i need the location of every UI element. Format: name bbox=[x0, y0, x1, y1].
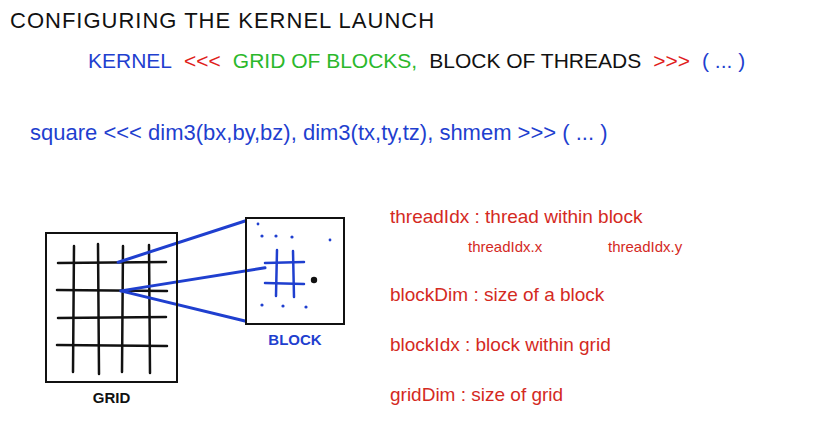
definition: blockDim : size of a block bbox=[390, 284, 604, 307]
node-caption: BLOCK bbox=[247, 331, 343, 349]
thread-dot bbox=[311, 277, 317, 283]
argument-list: ( ... ) bbox=[702, 48, 745, 73]
launch-bracket: <<< bbox=[184, 48, 221, 73]
label-slot: <<< bbox=[184, 48, 221, 73]
title: CONFIGURING THE KERNEL LAUNCH bbox=[10, 8, 435, 34]
label-slot: ( ... ) bbox=[702, 48, 745, 73]
grid-box: GRID bbox=[45, 232, 178, 383]
label-slot: blockIdx : block within grid bbox=[390, 334, 611, 357]
label-slot: threadIdx.y bbox=[608, 238, 682, 256]
label-slot: BLOCK OF THREADS bbox=[429, 48, 641, 73]
grid-lines bbox=[57, 244, 167, 374]
node-caption: GRID bbox=[47, 389, 176, 407]
kernel-word: KERNEL bbox=[88, 48, 172, 73]
label-slot: GRID OF BLOCKS, bbox=[233, 48, 417, 73]
label-slot: gridDim : size of grid bbox=[390, 384, 563, 407]
field-name: threadIdx.x bbox=[468, 238, 542, 256]
launch-code: square <<< dim3(bx,by,bz), dim3(tx,ty,tz… bbox=[30, 120, 608, 146]
definition: gridDim : size of grid bbox=[390, 384, 563, 407]
label-slot: >>> bbox=[653, 48, 690, 73]
block-box: BLOCK bbox=[245, 217, 345, 325]
label-slot: threadIdx : thread within block bbox=[390, 206, 642, 229]
definition: blockIdx : block within grid bbox=[390, 334, 611, 357]
launch-bracket: >>> bbox=[653, 48, 690, 73]
title-slot: CONFIGURING THE KERNEL LAUNCH bbox=[10, 8, 435, 34]
zoom-connector bbox=[118, 221, 265, 321]
grid-phrase: GRID OF BLOCKS, bbox=[233, 48, 417, 73]
definition: threadIdx : thread within block bbox=[390, 206, 642, 229]
thread-dots bbox=[257, 223, 332, 309]
field-name: threadIdx.y bbox=[608, 238, 682, 256]
label-slot: square <<< dim3(bx,by,bz), dim3(tx,ty,tz… bbox=[30, 120, 608, 146]
label-slot: KERNEL bbox=[88, 48, 172, 73]
block-phrase: BLOCK OF THREADS bbox=[429, 48, 641, 73]
label-slot: threadIdx.x bbox=[468, 238, 542, 256]
thread-lines bbox=[265, 250, 304, 297]
label-slot: blockDim : size of a block bbox=[390, 284, 604, 307]
